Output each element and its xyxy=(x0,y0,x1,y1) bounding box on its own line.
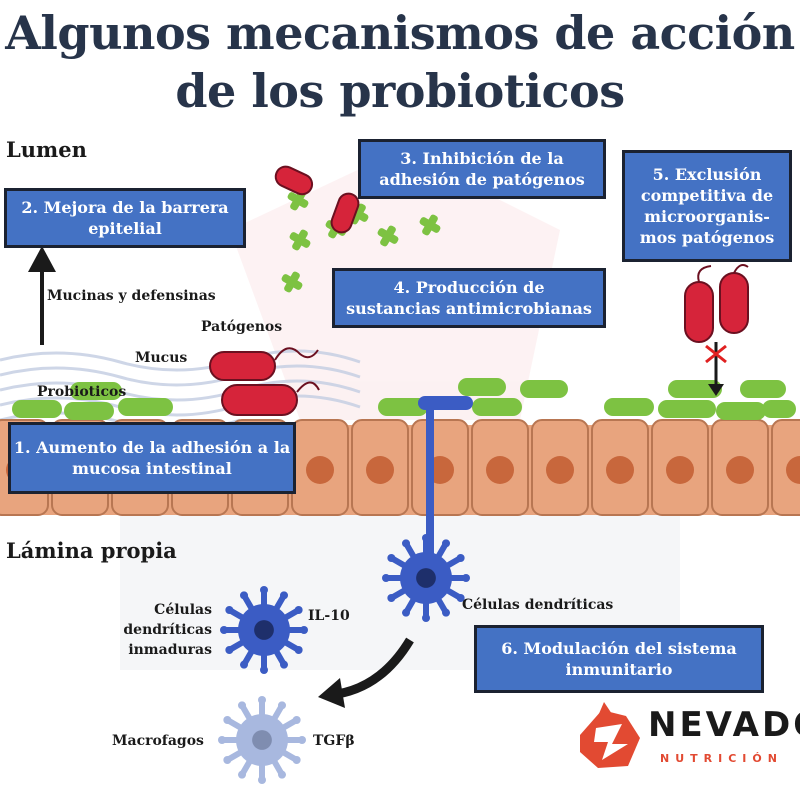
pathogen-mucus-2 xyxy=(221,381,320,416)
dendritic-cell xyxy=(382,534,470,622)
pathogens xyxy=(209,165,749,416)
cell-nucleus xyxy=(666,456,694,484)
probiotic xyxy=(472,398,522,416)
probiotic xyxy=(762,400,796,418)
mechanism-5-line-1: 5. Exclusión xyxy=(652,165,762,184)
probiotic xyxy=(118,398,173,416)
brand-logo-icon xyxy=(580,702,640,768)
immature-dendritic-cell xyxy=(220,586,308,674)
label-mucus: Mucus xyxy=(135,350,188,366)
pathogen-mucus-1 xyxy=(209,347,319,381)
antimicrobial-particle xyxy=(419,214,441,236)
title-line-2: de los probioticos xyxy=(175,64,625,118)
mechanism-2-line-2: epitelial xyxy=(88,219,162,238)
brand-name: NEVADO xyxy=(648,705,800,745)
mechanism-6-line-1: 6. Modulación del sistema xyxy=(501,639,737,658)
probiotic xyxy=(458,378,506,396)
cell-nucleus xyxy=(726,456,754,484)
cell-nucleus xyxy=(786,456,800,484)
label-macrofagos: Macrofagos xyxy=(112,733,204,749)
epithelial-cell xyxy=(771,419,800,516)
mechanism-4-line-1: 4. Producción de xyxy=(393,278,545,297)
title-line-1: Algunos mecanismos de acción xyxy=(5,6,795,60)
immune-cells xyxy=(218,534,470,784)
mechanism-1-line-1: 1. Aumento de la adhesión a la xyxy=(13,438,291,457)
label-patogenos: Patógenos xyxy=(201,319,283,335)
pathogen-lumen-2 xyxy=(330,192,360,234)
label-celulas-dendriticas: Células dendríticas xyxy=(462,597,614,613)
mechanism-1-box: 1. Aumento de la adhesión a la mucosa in… xyxy=(8,422,296,494)
macrophage-cell xyxy=(218,696,306,784)
pathogen-excluded-2 xyxy=(719,264,749,334)
mechanism-2-box: 2. Mejora de la barrera epitelial xyxy=(4,188,246,248)
cell-nucleus xyxy=(606,456,634,484)
probiotic xyxy=(740,380,786,398)
antimicrobial-particles xyxy=(281,189,441,293)
cell-nucleus xyxy=(486,456,514,484)
mechanism-4-line-2: sustancias antimicrobianas xyxy=(346,299,592,318)
probiotic xyxy=(70,382,122,400)
cell-nucleus xyxy=(546,456,574,484)
antimicrobial-particle xyxy=(289,229,311,251)
probiotic xyxy=(378,398,428,416)
antimicrobial-particle xyxy=(281,271,303,293)
pathogen-excluded-1 xyxy=(684,265,714,343)
curved-arrow-icon xyxy=(318,637,414,708)
inmaduras-line-2: dendríticas xyxy=(123,622,212,638)
antimicrobial-particle xyxy=(377,225,399,247)
pathogen-lumen-1 xyxy=(274,165,314,196)
cell-nucleus xyxy=(306,456,334,484)
region-lumen: Lumen xyxy=(6,137,87,162)
probiotic xyxy=(658,400,716,418)
mechanism-3-line-1: 3. Inhibición de la xyxy=(400,149,564,168)
page-title: Algunos mecanismos de acción de los prob… xyxy=(0,4,800,120)
inmaduras-line-1: Células xyxy=(154,602,212,618)
inmaduras-line-3: inmaduras xyxy=(128,642,212,658)
label-mucinas: Mucinas y defensinas xyxy=(47,288,216,304)
probiotic xyxy=(12,400,62,418)
mechanism-5-line-3: microorganis- xyxy=(644,207,770,226)
probiotic xyxy=(520,380,568,398)
mechanism-6-line-2: inmunitario xyxy=(565,660,673,679)
mechanism-3-line-2: adhesión de patógenos xyxy=(379,170,585,189)
dendrite-probe xyxy=(418,396,473,563)
mechanism-5-box: 5. Exclusión competitiva de microorganis… xyxy=(622,150,792,262)
label-tgfb: TGFβ xyxy=(313,733,355,749)
mechanism-4-box: 4. Producción de sustancias antimicrobia… xyxy=(332,268,606,328)
mechanism-5-line-2: competitiva de xyxy=(640,186,774,205)
mechanism-3-box: 3. Inhibición de la adhesión de patógeno… xyxy=(358,139,606,199)
label-dendriticas-inmaduras: Células dendríticas inmaduras xyxy=(112,600,212,660)
mechanism-2-line-1: 2. Mejora de la barrera xyxy=(21,198,229,217)
region-lamina-propia: Lámina propia xyxy=(6,538,177,563)
up-arrow-icon xyxy=(28,246,56,345)
probiotic xyxy=(64,402,114,420)
probiotic xyxy=(716,402,766,420)
blocked-x-icon xyxy=(705,342,727,396)
probiotic xyxy=(604,398,654,416)
probiotics-layer xyxy=(12,378,796,420)
mechanism-5-line-4: mos patógenos xyxy=(639,228,775,247)
cell-nucleus xyxy=(366,456,394,484)
mechanism-6-box: 6. Modulación del sistema inmunitario xyxy=(474,625,764,693)
label-il10: IL-10 xyxy=(308,608,350,624)
brand-subtitle: NUTRICIÓN xyxy=(660,752,783,765)
label-probioticos: Probioticos xyxy=(37,384,127,400)
mechanism-1-line-2: mucosa intestinal xyxy=(72,459,232,478)
